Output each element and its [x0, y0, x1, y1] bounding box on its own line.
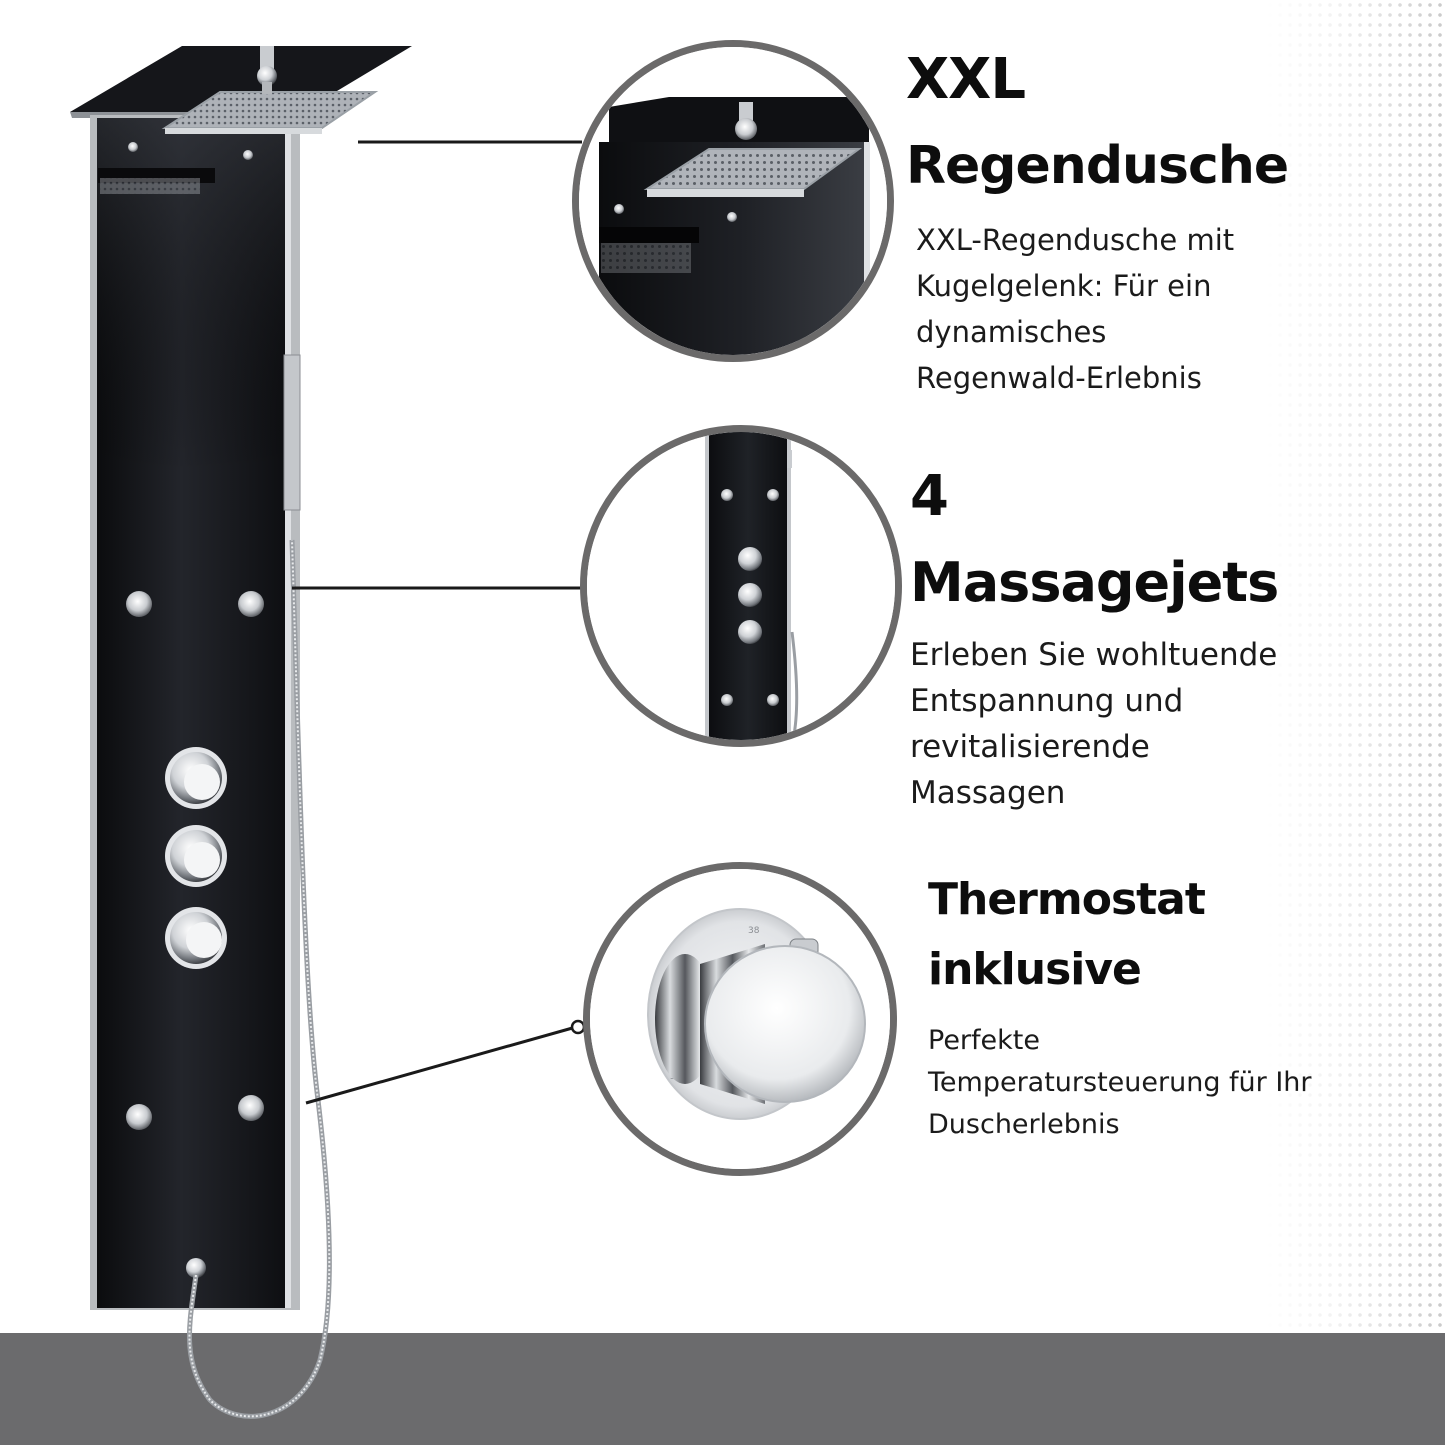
heading-line: inklusive — [928, 940, 1205, 1000]
description-line: XXL-Regendusche mit — [916, 217, 1234, 263]
description-line: Entspannung und — [910, 678, 1277, 724]
description-line: Duscherlebnis — [928, 1104, 1312, 1146]
heading-line: XXL — [906, 48, 1288, 112]
heading-line: Massagejets — [910, 551, 1278, 615]
feature-description-rain-shower: XXL-Regendusche mit Kugelgelenk: Für ein… — [916, 217, 1234, 401]
description-line: Perfekte — [928, 1020, 1312, 1062]
feature-heading-rain-shower: XXL Regendusche — [906, 48, 1288, 198]
thermostat-knob-closeup-icon: 38 50 — [583, 862, 897, 1176]
description-line: Temperatursteuerung für Ihr — [928, 1062, 1312, 1104]
feature-heading-massage-jets: 4 Massagejets — [910, 465, 1278, 615]
heading-line: Thermostat — [928, 870, 1205, 930]
svg-text:38: 38 — [748, 926, 760, 936]
description-line: Regenwald-Erlebnis — [916, 355, 1234, 401]
heading-line: 4 — [910, 465, 1278, 529]
description-line: Kugelgelenk: Für ein — [916, 263, 1234, 309]
massage-jets-closeup-icon — [580, 425, 902, 747]
feature-description-thermostat: Perfekte Temperatursteuerung für Ihr Dus… — [928, 1020, 1312, 1146]
description-line: Erleben Sie wohltuende — [910, 632, 1277, 678]
rain-shower-head-closeup-icon — [572, 40, 894, 362]
callout-line-thermostat — [306, 1027, 576, 1103]
description-line: Massagen — [910, 770, 1277, 816]
heading-line: Regendusche — [906, 134, 1288, 198]
description-line: revitalisierende — [910, 724, 1277, 770]
feature-heading-thermostat: Thermostat inklusive — [928, 870, 1205, 1000]
description-line: dynamisches — [916, 309, 1234, 355]
feature-description-massage-jets: Erleben Sie wohltuende Entspannung und r… — [910, 632, 1277, 816]
